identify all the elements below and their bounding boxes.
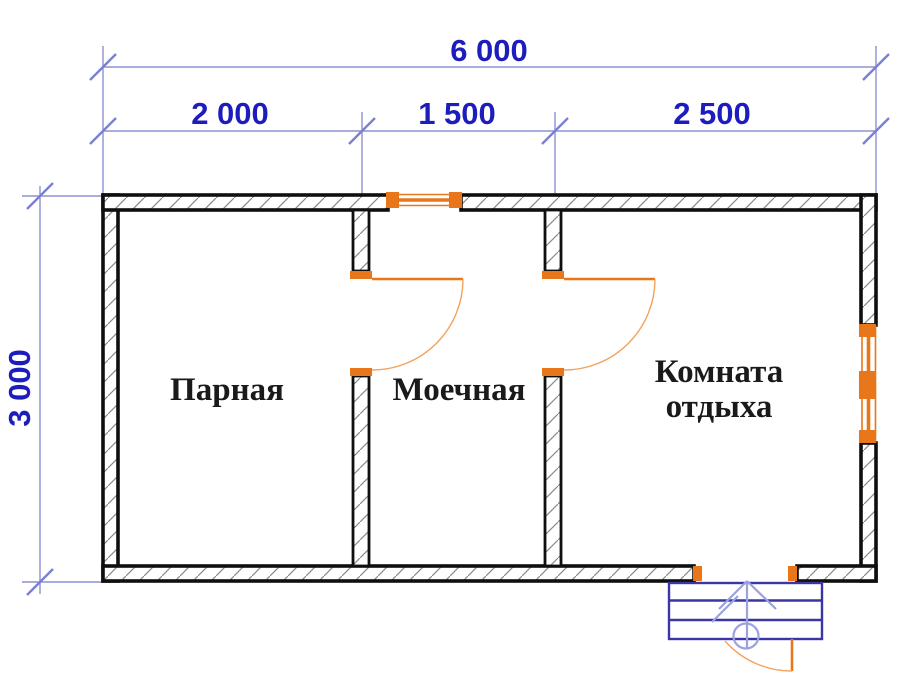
tick — [862, 53, 890, 81]
wall-top-left — [101, 193, 390, 212]
entry-door-swing-arc — [724, 640, 793, 672]
wall-left — [101, 193, 120, 583]
wall-right-upper — [859, 193, 878, 327]
tick — [26, 182, 54, 210]
dimension-extension-lines — [22, 46, 877, 583]
wall-right-lower — [859, 441, 878, 583]
door-jamb-block — [788, 566, 797, 581]
room-label-parnaya: Парная — [170, 372, 284, 408]
stair-arrow-feather — [711, 595, 739, 623]
window-jamb-block — [859, 430, 876, 443]
wall-top-right — [459, 193, 878, 212]
tick — [348, 117, 376, 145]
window-jamb-block — [449, 192, 462, 208]
dimension-segment-2: 1 500 — [418, 96, 496, 131]
window-jamb-block — [859, 324, 876, 337]
door-jamb-block — [542, 368, 564, 376]
window-jamb-block — [386, 192, 399, 208]
window-right — [859, 324, 877, 443]
entry-porch — [667, 566, 824, 672]
tick — [541, 117, 569, 145]
stair-start-circle — [732, 622, 760, 650]
door-jamb-block — [350, 271, 372, 279]
stair-direction-arrow — [711, 580, 777, 650]
tick — [26, 568, 54, 596]
door-jamb-block — [693, 566, 702, 581]
dimension-ticks — [26, 53, 890, 596]
dimension-lines — [39, 66, 876, 594]
room-label-komnata-line1: Комната — [655, 354, 783, 390]
partition-1-lower — [351, 374, 371, 568]
room-label-komnata-line2: отдыха — [666, 389, 773, 425]
stair-arrow-head-left — [718, 580, 748, 610]
dimension-overall-depth: 3 000 — [2, 349, 37, 427]
door-swing-arc — [563, 278, 656, 371]
porch-outline — [667, 581, 824, 641]
partition-2-lower — [543, 374, 563, 568]
door-interior-2 — [542, 271, 656, 376]
wall-bottom-left — [101, 564, 696, 583]
dimension-segment-1: 2 000 — [191, 96, 269, 131]
tick — [89, 53, 117, 81]
partition-2-upper — [543, 208, 563, 273]
tick — [862, 117, 890, 145]
door-swing-arc — [371, 278, 464, 371]
dimension-segment-3: 2 500 — [673, 96, 751, 131]
room-label-moechnaya: Моечная — [392, 372, 525, 408]
door-interior-1 — [350, 271, 464, 376]
window-mullion-block — [859, 371, 876, 399]
window-top — [386, 192, 462, 208]
door-jamb-block — [350, 368, 372, 376]
door-jamb-block — [542, 271, 564, 279]
partition-1-upper — [351, 208, 371, 273]
wall-bottom-right — [795, 564, 878, 583]
dimension-overall-width: 6 000 — [450, 33, 528, 68]
stair-arrow-head-right — [746, 580, 777, 610]
tick — [89, 117, 117, 145]
exterior-walls — [101, 193, 878, 583]
